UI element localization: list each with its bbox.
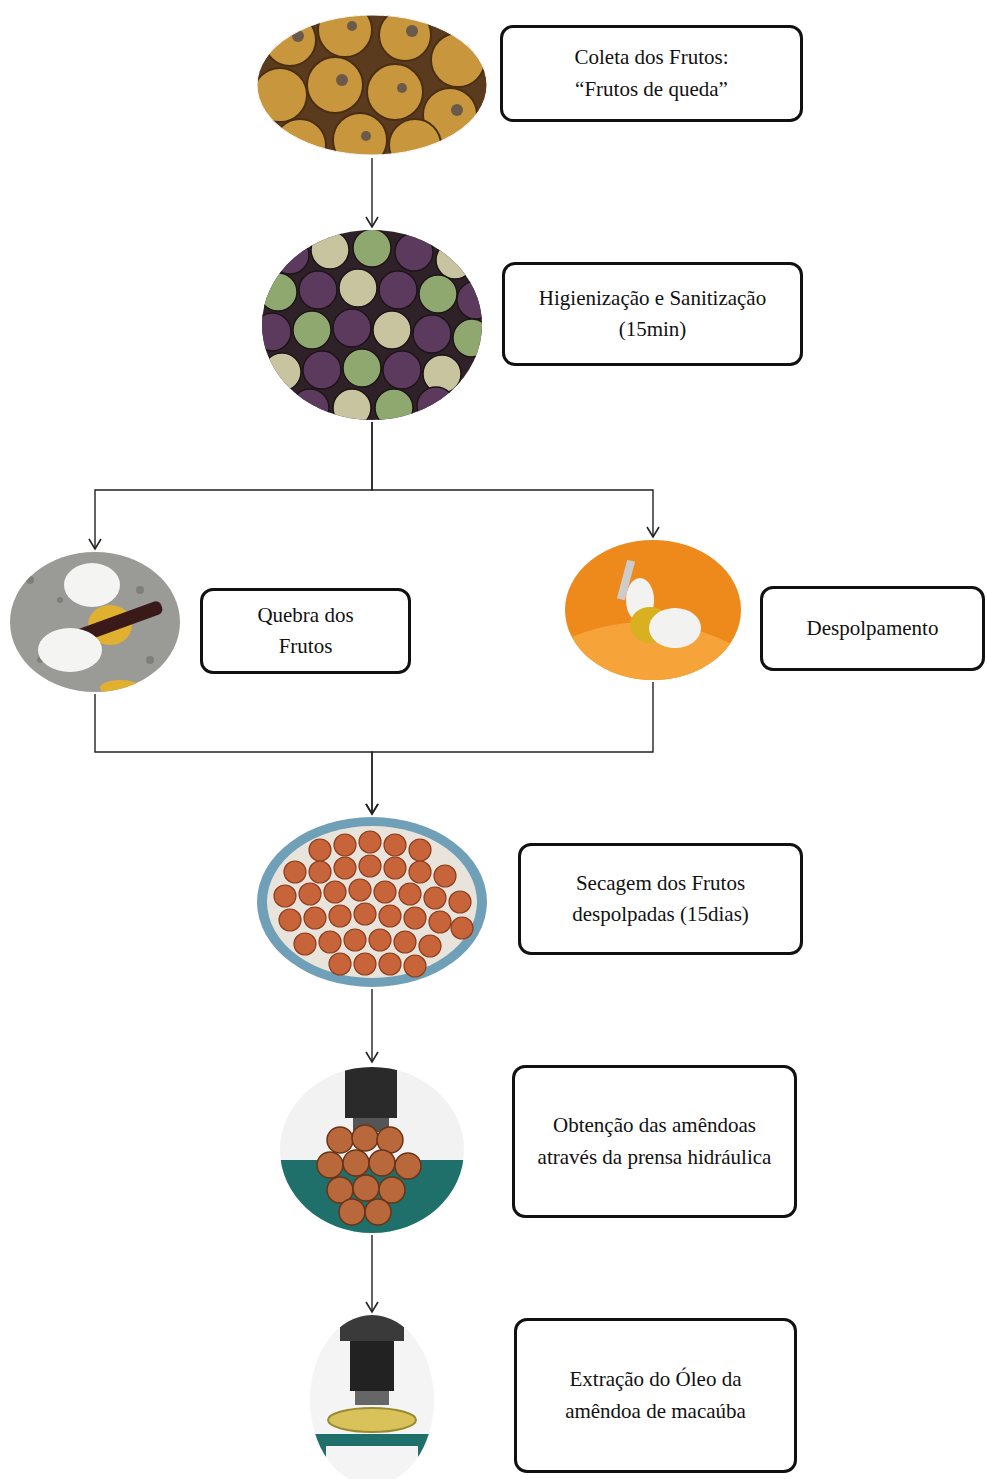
drying-photo <box>255 815 490 990</box>
process-box: Coleta dos Frutos: “Frutos de queda” <box>500 25 803 122</box>
photo-frame <box>257 15 487 155</box>
step-label: Coleta dos Frutos: “Frutos de queda” <box>546 42 758 105</box>
process-step: Quebra dos Frutos <box>8 550 413 694</box>
step-label: Quebra dos Frutos <box>238 600 373 663</box>
step-label: Extração do Óleo da amêndoa de macaúba <box>537 1364 775 1427</box>
breaking-photo <box>8 550 183 696</box>
flow-arrow <box>372 682 653 814</box>
flow-arrow <box>95 694 372 814</box>
step-label: Higienização e Sanitização (15min) <box>539 283 767 346</box>
step-label: Secagem dos Frutos despolpadas (15dias) <box>542 868 780 931</box>
depulping-photo <box>563 538 743 683</box>
process-step: Obtenção das amêndoas através da prensa … <box>278 1063 799 1235</box>
process-box: Quebra dos Frutos <box>200 588 411 674</box>
flow-arrow <box>371 158 372 227</box>
process-step: Despolpamento <box>563 538 987 682</box>
flow-arrow <box>371 989 372 1062</box>
press-photo <box>278 1063 468 1240</box>
step-label: Obtenção das amêndoas através da prensa … <box>536 1110 774 1173</box>
process-step: Extração do Óleo da amêndoa de macaúba <box>308 1313 799 1477</box>
process-step: Secagem dos Frutos despolpadas (15dias) <box>255 815 805 989</box>
process-box: Secagem dos Frutos despolpadas (15dias) <box>518 843 803 955</box>
fruit-photo <box>250 3 500 171</box>
process-box: Despolpamento <box>760 586 985 671</box>
fruit-photo <box>253 228 495 427</box>
step-label: Despolpamento <box>807 613 939 645</box>
flow-arrow <box>95 422 372 549</box>
flow-arrow <box>371 1235 372 1312</box>
extraction-photo <box>308 1313 438 1479</box>
process-box: Extração do Óleo da amêndoa de macaúba <box>514 1318 797 1473</box>
flow-arrow <box>372 422 653 537</box>
process-box: Higienização e Sanitização (15min) <box>502 262 803 366</box>
process-step: Higienização e Sanitização (15min) <box>260 228 805 422</box>
process-box: Obtenção das amêndoas através da prensa … <box>512 1065 797 1218</box>
process-step: Coleta dos Frutos: “Frutos de queda” <box>255 12 805 158</box>
